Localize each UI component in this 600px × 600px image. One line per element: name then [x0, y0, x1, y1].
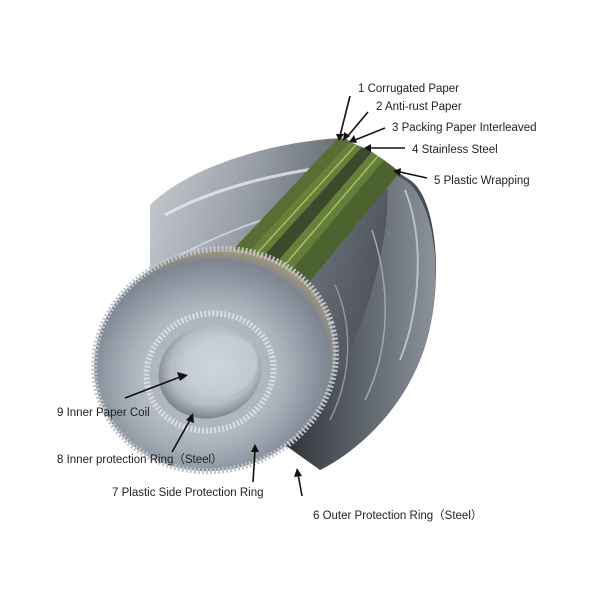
callout-labels: 1 Corrugated Paper 2 Anti-rust Paper 3 P…	[57, 83, 536, 522]
arrow-3-head	[349, 135, 357, 143]
outer-protection-ring	[91, 245, 339, 475]
label-corrugated-paper: 1 Corrugated Paper	[358, 83, 459, 95]
label-packing-paper-interleaved: 3 Packing Paper Interleaved	[392, 122, 536, 134]
arrow-8	[171, 419, 191, 453]
inner-hole-shadow	[186, 335, 258, 397]
steel-coil	[91, 138, 437, 475]
coil-panel-seam	[364, 229, 386, 401]
arrow-4-head	[364, 144, 371, 152]
label-plastic-wrapping: 5 Plastic Wrapping	[434, 175, 530, 187]
label-inner-protection-ring: 8 Inner protection Ring（Steel）	[57, 453, 223, 466]
arrow-3	[354, 127, 386, 141]
arrow-6	[297, 473, 303, 497]
arrow-8-head	[186, 413, 194, 423]
callout-arrows	[124, 95, 428, 497]
arrow-5	[399, 171, 428, 179]
label-inner-paper-coil: 9 Inner Paper Coil	[57, 407, 150, 419]
coil-panel-seam	[399, 189, 419, 361]
arrow-6-head	[294, 468, 302, 477]
coil-band-line	[164, 166, 321, 217]
coil-cutaway-side	[285, 170, 436, 470]
arrow-9-head	[177, 372, 188, 381]
label-plastic-side-protection-ring: 7 Plastic Side Protection Ring	[112, 487, 264, 499]
label-stainless-steel: 4 Stainless Steel	[412, 144, 498, 156]
arrow-1-head	[336, 134, 344, 141]
label-outer-protection-ring: 6 Outer Protection Ring（Steel）	[313, 509, 482, 522]
arrow-1	[339, 95, 351, 137]
arrow-2	[346, 111, 369, 138]
arrow-7-head	[251, 444, 259, 452]
arrow-7	[252, 449, 256, 483]
arrow-5-head	[393, 168, 401, 176]
coil-panel-seam	[329, 284, 349, 421]
arrow-9	[124, 376, 181, 399]
label-anti-rust-paper: 2 Anti-rust Paper	[376, 101, 462, 113]
arrow-2-head	[343, 132, 350, 141]
